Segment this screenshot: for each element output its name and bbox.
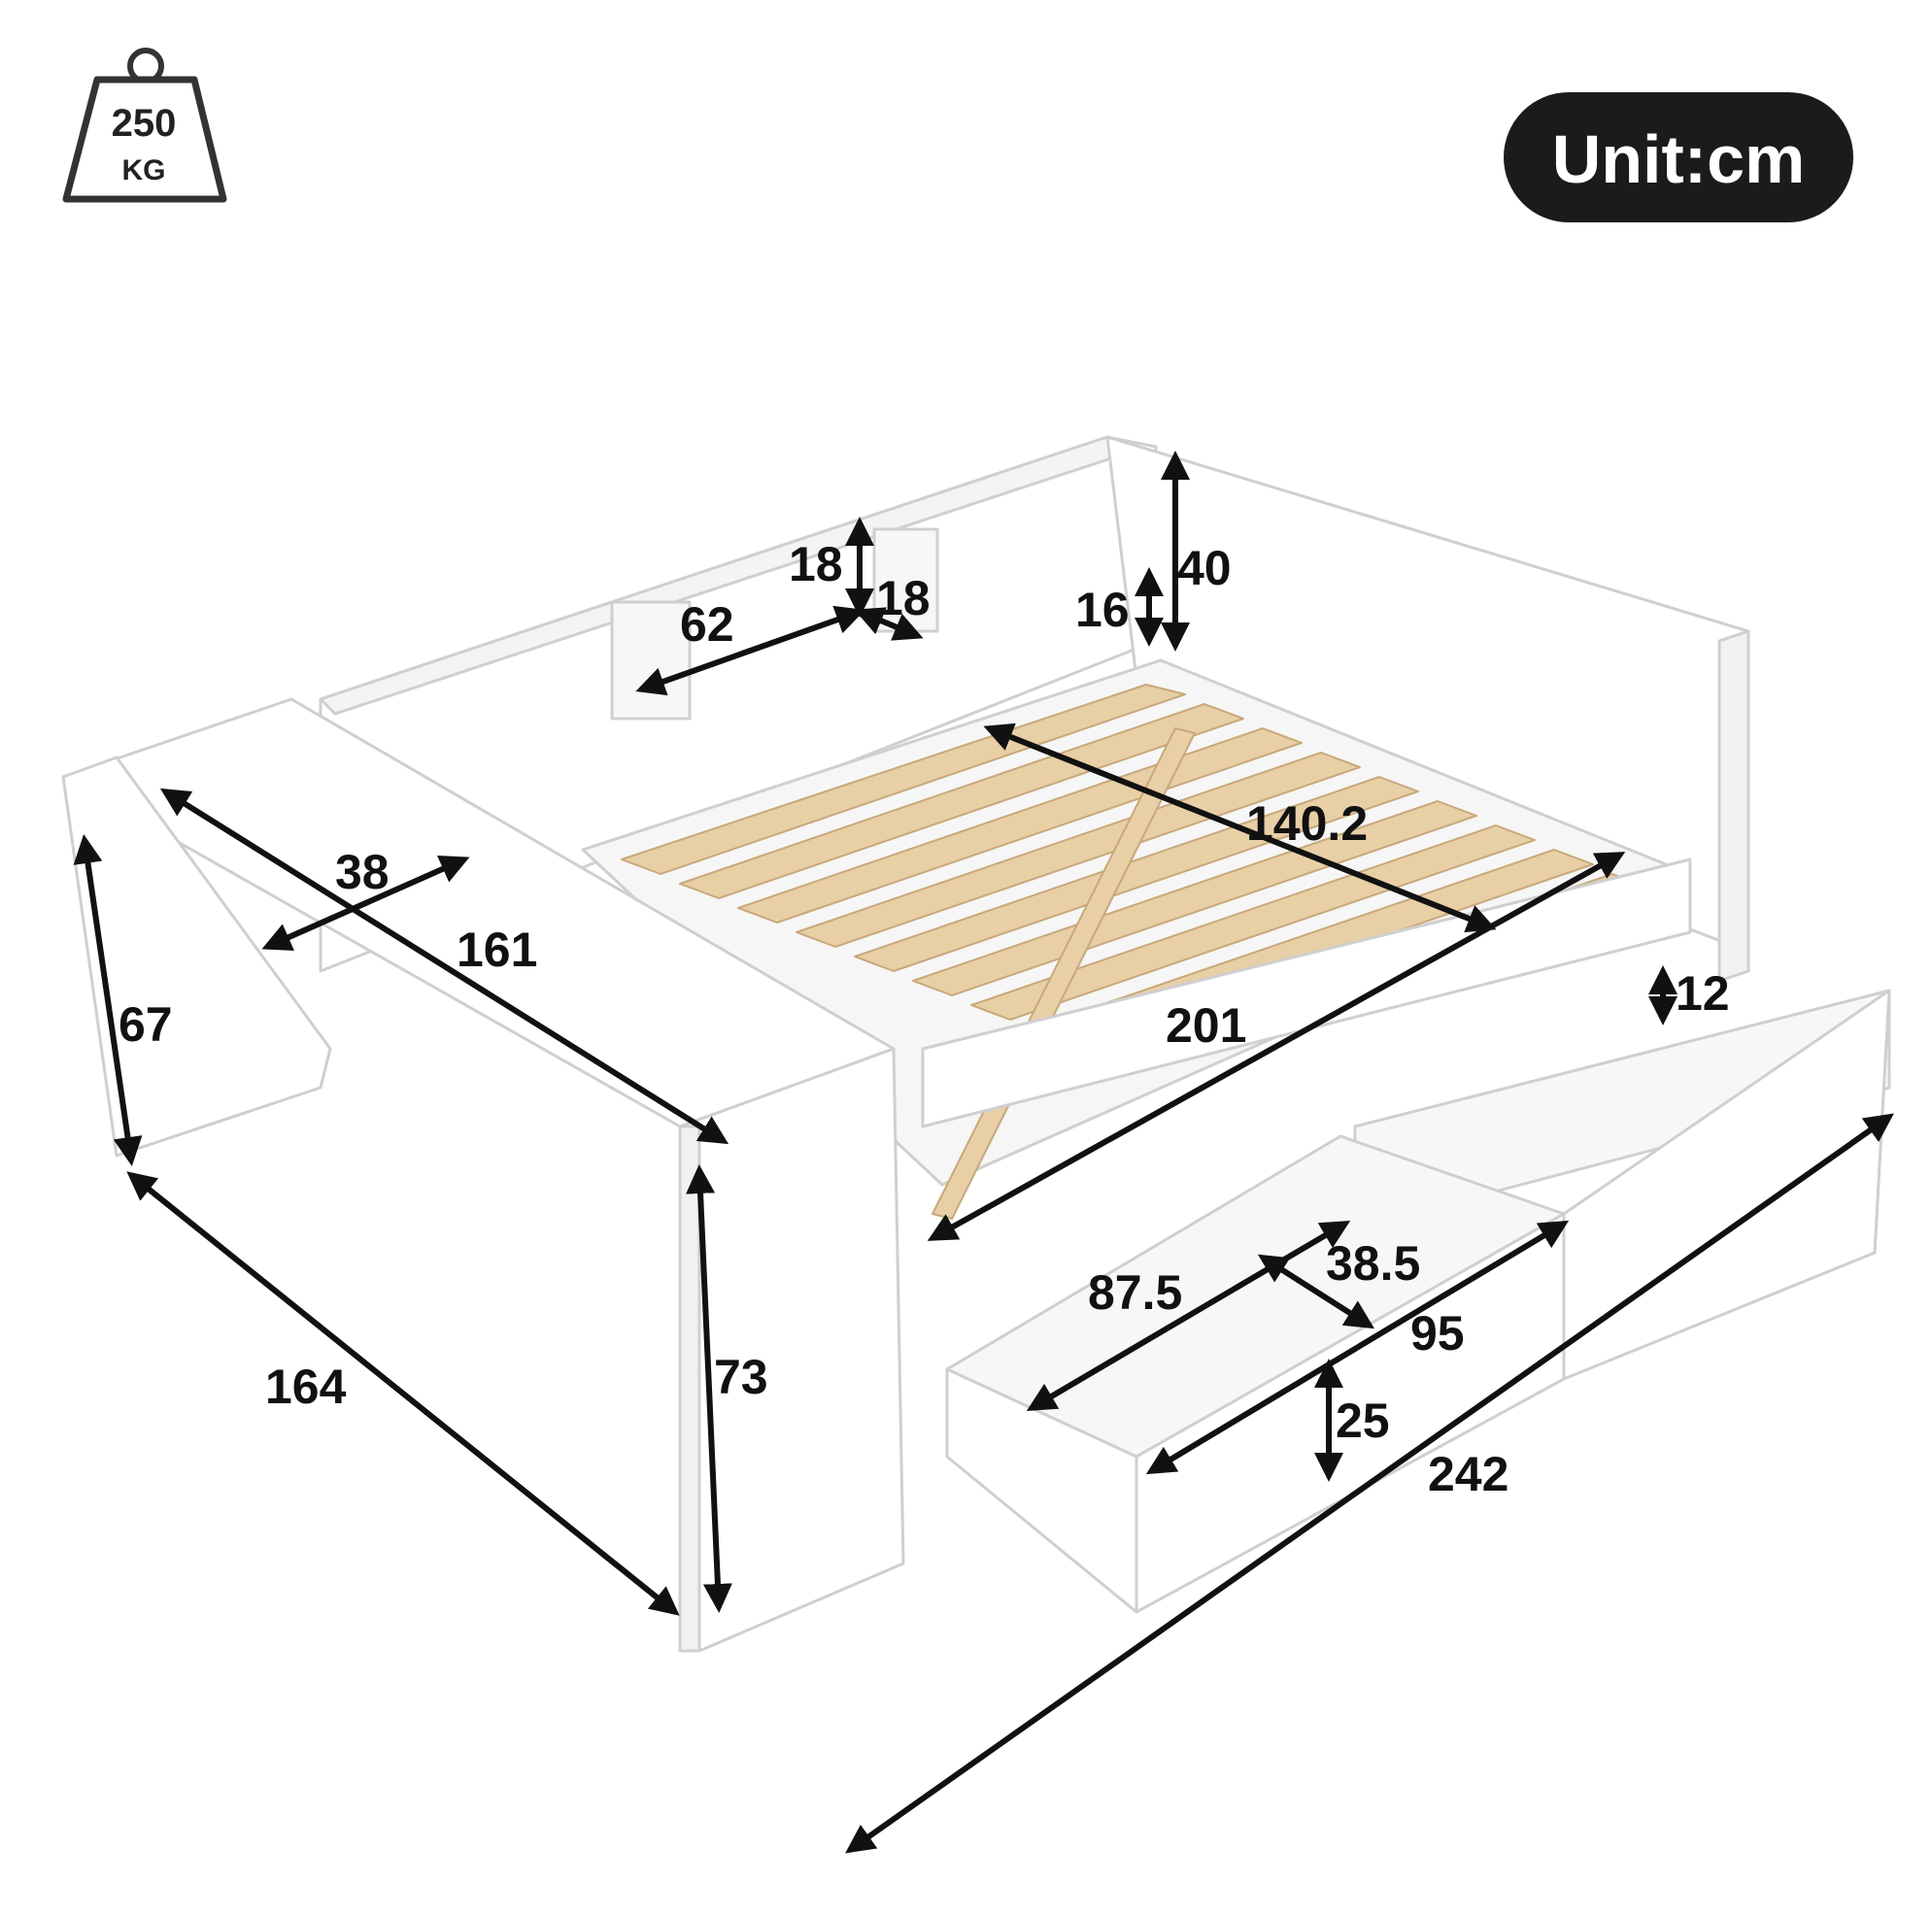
label-73: 73 (714, 1350, 768, 1404)
label-16: 16 (1075, 583, 1130, 637)
label-38: 38 (335, 845, 390, 899)
label-87-5: 87.5 (1088, 1265, 1182, 1320)
label-62: 62 (680, 597, 734, 652)
dimension-labels: 62 18 18 40 16 140.2 38 161 67 164 73 20… (119, 537, 1730, 1501)
label-12: 12 (1676, 966, 1730, 1021)
dimension-lines (73, 451, 1894, 1854)
weight-value: 250 (112, 102, 177, 145)
label-161: 161 (457, 923, 537, 977)
label-40: 40 (1177, 541, 1232, 595)
label-140-2: 140.2 (1246, 796, 1368, 851)
arrow-73 (686, 1164, 732, 1613)
arrow-18-depth (854, 607, 924, 641)
arrow-62 (635, 605, 865, 696)
arrow-242 (845, 1113, 1894, 1854)
label-242: 242 (1428, 1447, 1508, 1501)
label-38-5: 38.5 (1326, 1236, 1420, 1291)
label-95: 95 (1410, 1306, 1465, 1361)
label-164: 164 (265, 1360, 347, 1414)
bed-illustration (61, 435, 1891, 1653)
arrow-67 (73, 834, 143, 1166)
label-18-depth: 18 (876, 571, 931, 625)
unit-label: Unit:cm (1552, 121, 1806, 197)
label-25: 25 (1336, 1394, 1390, 1448)
label-201: 201 (1166, 998, 1246, 1053)
unit-badge: Unit:cm (1504, 92, 1853, 222)
arrow-161 (159, 788, 729, 1145)
weight-unit: KG (122, 154, 166, 186)
arrow-164 (126, 1171, 680, 1616)
label-67: 67 (119, 997, 173, 1052)
weight-icon: 250 KG (62, 48, 227, 203)
label-18-height: 18 (789, 537, 843, 591)
